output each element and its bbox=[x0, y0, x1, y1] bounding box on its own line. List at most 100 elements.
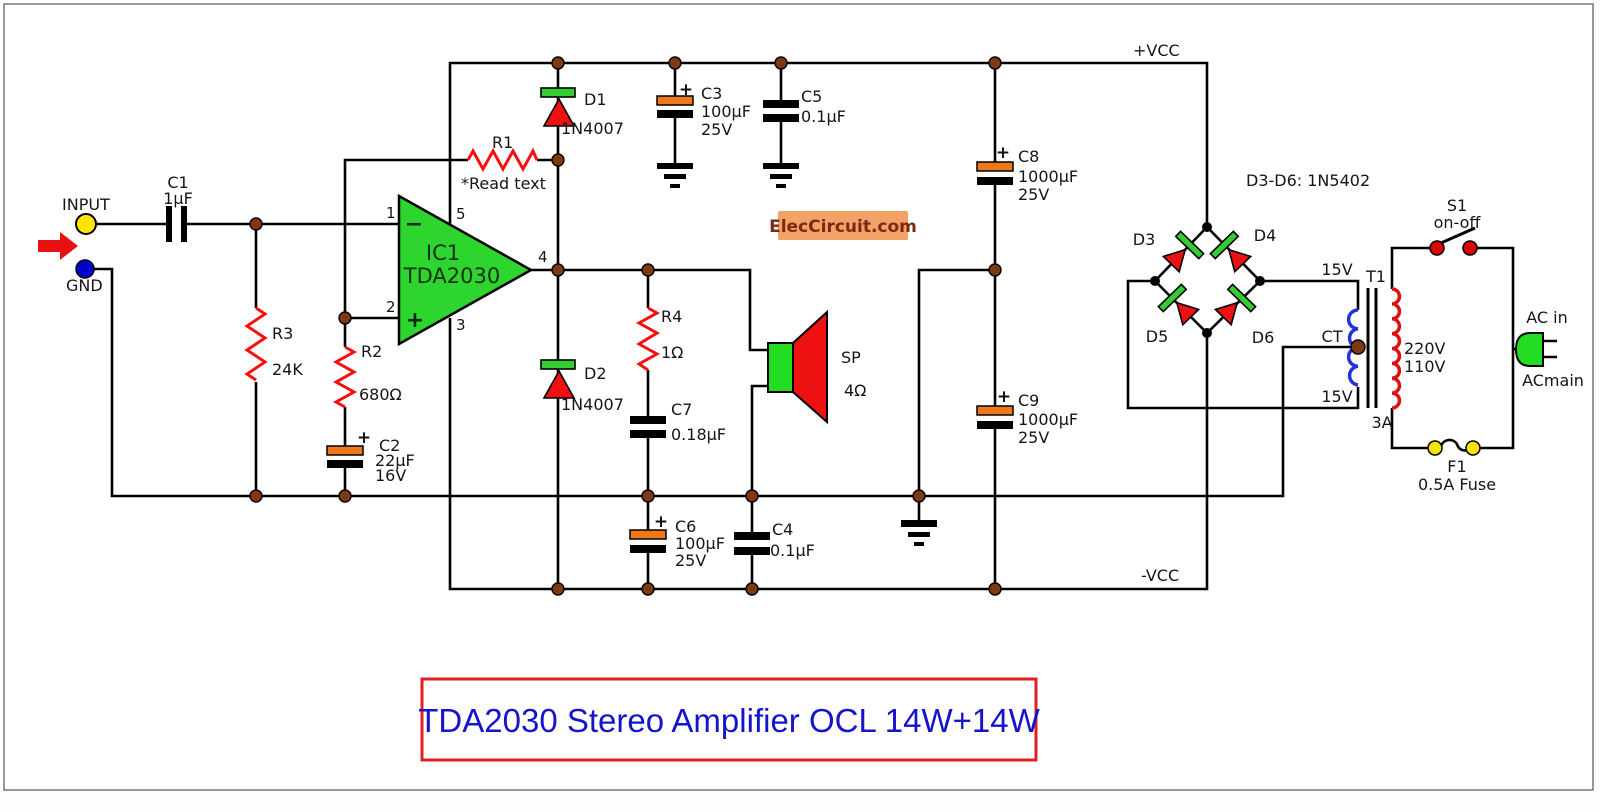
s1-mode: on-off bbox=[1434, 213, 1482, 232]
wire-bridge-left-15v-bot bbox=[1126, 279, 1360, 410]
c5-plate bbox=[763, 100, 799, 108]
transformer-t1: T1 15V CT 15V 220V 110V 3A bbox=[1321, 260, 1445, 432]
wires bbox=[93, 61, 1557, 591]
d5-label: D5 bbox=[1146, 327, 1169, 346]
fuse-contact bbox=[1427, 440, 1443, 456]
diode-d6 bbox=[1213, 283, 1257, 327]
d2-part: 1N4007 bbox=[561, 395, 624, 414]
ct-tap-dot bbox=[1350, 339, 1366, 355]
d2-label: D2 bbox=[584, 364, 607, 383]
c3-volt: 25V bbox=[701, 120, 732, 139]
r2-zigzag bbox=[332, 345, 358, 409]
c9-plus: + bbox=[997, 387, 1011, 407]
wire-ground-rail-ct bbox=[93, 267, 1352, 498]
rating-label: 3A bbox=[1371, 413, 1392, 432]
c6-plate-neg bbox=[630, 545, 666, 553]
capacitor-c8: + C8 1000µF 25V bbox=[976, 143, 1078, 204]
fuse-contact bbox=[1465, 440, 1481, 456]
page-title: TDA2030 Stereo Amplifier OCL 14W+14W bbox=[418, 702, 1040, 739]
switch-contact bbox=[1462, 240, 1478, 256]
bridge-bottom-node bbox=[1202, 328, 1212, 338]
capacitor-c2: + C2 22µF 16V bbox=[326, 428, 415, 485]
ct-label: CT bbox=[1322, 327, 1343, 346]
plug-body bbox=[1514, 332, 1544, 367]
c2-plus: + bbox=[357, 428, 371, 448]
s1-label: S1 bbox=[1447, 196, 1467, 215]
c1-value: 1µF bbox=[163, 189, 193, 208]
speaker: SP 4Ω bbox=[767, 309, 866, 425]
pin2-label: 2 bbox=[386, 298, 396, 316]
r1-label: R1 bbox=[492, 133, 513, 152]
switch-lever bbox=[1440, 226, 1476, 245]
resistor-r2: R2 680Ω bbox=[332, 342, 402, 409]
sec-bot-label: 15V bbox=[1321, 387, 1352, 406]
title-box: TDA2030 Stereo Amplifier OCL 14W+14W bbox=[418, 677, 1041, 762]
capacitor-c6: + C6 100µF 25V bbox=[629, 512, 725, 570]
d6-label: D6 bbox=[1252, 328, 1275, 347]
ground-symbol bbox=[763, 163, 799, 188]
ac-plug: AC in ACmain bbox=[1514, 308, 1584, 390]
c6-value: 100µF bbox=[675, 534, 725, 553]
c5-value: 0.1µF bbox=[801, 107, 846, 126]
c8-plate-pos bbox=[976, 161, 1014, 172]
title-border bbox=[420, 677, 1038, 762]
speaker-label: SP bbox=[841, 348, 861, 367]
pin5-label: 5 bbox=[456, 205, 466, 223]
bridge-rectifier: D3-D6: 1N5402 D3 D4 D5 D6 bbox=[1133, 171, 1370, 347]
capacitor-c4: C4 0.1µF bbox=[734, 520, 815, 560]
c4-plate bbox=[734, 532, 770, 540]
c9-plate-neg bbox=[977, 421, 1013, 429]
capacitor-c1: C1 1µF bbox=[163, 173, 193, 242]
speaker-body bbox=[767, 342, 794, 393]
c7-plate bbox=[630, 416, 666, 424]
primary-coil bbox=[1391, 287, 1402, 410]
c3-plus: + bbox=[679, 80, 693, 100]
resistor-r3: R3 24K bbox=[244, 306, 303, 382]
input-terminals: INPUT GND bbox=[38, 195, 110, 295]
d1-cathode-band bbox=[540, 87, 576, 98]
c4-value: 0.1µF bbox=[770, 541, 815, 560]
wire-output-speaker-top bbox=[531, 268, 768, 352]
capacitor-c7: C7 0.18µF bbox=[630, 400, 726, 444]
pin3-label: 3 bbox=[456, 316, 466, 334]
c5-plate bbox=[763, 114, 799, 122]
c7-label: C7 bbox=[671, 400, 692, 419]
c3-plate-neg bbox=[657, 110, 693, 118]
capacitor-c3: + C3 100µF 25V bbox=[656, 80, 751, 188]
wire-pin3-negrail bbox=[448, 318, 1209, 591]
resistor-r1: R1 *Read text bbox=[461, 133, 546, 193]
star-ground-symbol bbox=[901, 520, 937, 546]
r3-zigzag bbox=[244, 306, 268, 382]
t1-label: T1 bbox=[1365, 267, 1386, 286]
c8-plus: + bbox=[996, 143, 1010, 163]
f1-rating: 0.5A Fuse bbox=[1418, 475, 1496, 494]
r4-value: 1Ω bbox=[661, 343, 683, 362]
ac-main-label: ACmain bbox=[1522, 371, 1584, 390]
ic1-part: TDA2030 bbox=[403, 264, 500, 288]
c7-plate bbox=[630, 430, 666, 438]
vcc-pos-label: +VCC bbox=[1133, 41, 1180, 60]
c1-plate bbox=[166, 206, 172, 242]
r2-value: 680Ω bbox=[359, 385, 402, 404]
c8-plate-neg bbox=[977, 177, 1013, 185]
switch-contact bbox=[1429, 240, 1445, 256]
c2-volt: 16V bbox=[375, 466, 406, 485]
bridge-top-node bbox=[1202, 222, 1212, 232]
c3-label: C3 bbox=[701, 84, 722, 103]
fuse-f1: F1 0.5A Fuse bbox=[1418, 438, 1496, 494]
ac-in-label: AC in bbox=[1526, 308, 1568, 327]
input-arrow-icon bbox=[38, 232, 78, 260]
diode-d4 bbox=[1209, 230, 1253, 274]
r4-zigzag bbox=[635, 306, 661, 372]
input-terminal bbox=[75, 213, 97, 235]
pin4-label: 4 bbox=[538, 248, 548, 266]
d1-part: 1N4007 bbox=[561, 119, 624, 138]
c7-value: 0.18µF bbox=[671, 425, 726, 444]
c8-label: C8 bbox=[1018, 147, 1039, 166]
resistor-r4: R4 1Ω bbox=[635, 306, 683, 372]
c9-value: 1000µF bbox=[1018, 410, 1078, 429]
ic1-tda2030: IC1 TDA2030 − + 1 2 5 3 4 bbox=[386, 193, 548, 347]
d4-label: D4 bbox=[1254, 226, 1277, 245]
wire-primary-switch-fuse bbox=[1390, 246, 1557, 450]
